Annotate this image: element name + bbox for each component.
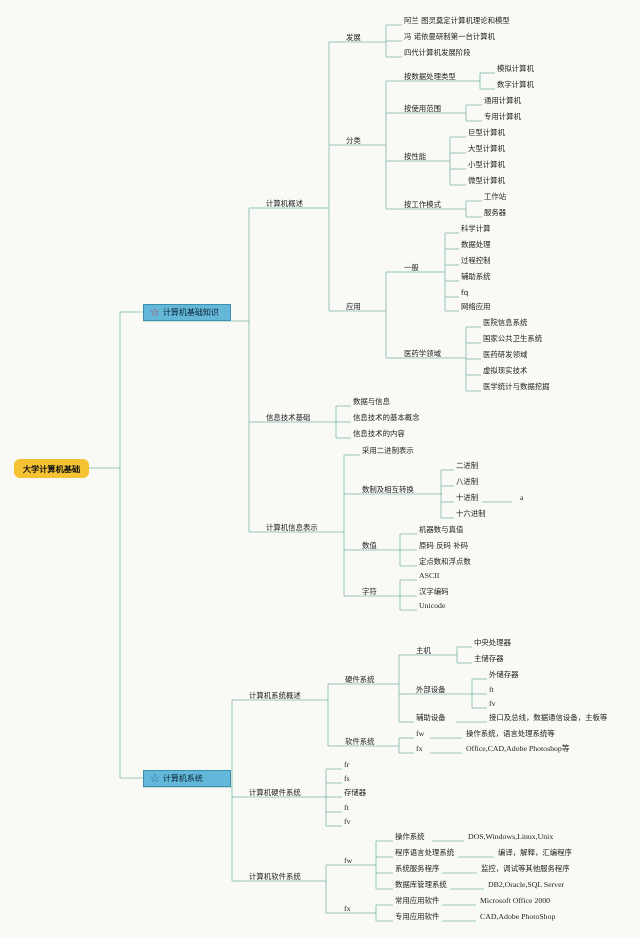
leaf-node[interactable]: 网络应用 bbox=[461, 302, 491, 311]
leaf-node[interactable]: 虚拟现实技术 bbox=[483, 366, 528, 375]
node-peripherals[interactable]: 外部设备 bbox=[416, 685, 446, 694]
node-host[interactable]: 主机 bbox=[416, 646, 431, 655]
node-by-data-type[interactable]: 按数据处理类型 bbox=[404, 72, 456, 81]
leaf-node[interactable]: 中央处理器 bbox=[474, 638, 511, 647]
node-overview[interactable]: 计算机概述 bbox=[266, 199, 303, 208]
node-software[interactable]: 软件系统 bbox=[345, 737, 375, 746]
node-system-overview[interactable]: 计算机系统概述 bbox=[249, 691, 301, 700]
node-by-usage[interactable]: 按使用范围 bbox=[404, 104, 441, 113]
star-icon: ☆ bbox=[150, 772, 160, 785]
node-hardware-system[interactable]: 计算机硬件系统 bbox=[249, 788, 301, 797]
node-it-basics[interactable]: 信息技术基础 bbox=[266, 413, 311, 422]
leaf-node[interactable]: ft bbox=[344, 803, 349, 812]
leaf-node[interactable]: Office,CAD,Adobe Photoshop等 bbox=[466, 744, 570, 753]
leaf-node[interactable]: 操作系统，语言处理系统等 bbox=[466, 729, 555, 738]
leaf-node[interactable]: 定点数和浮点数 bbox=[419, 557, 471, 566]
main-node-label: 计算机基础知识 bbox=[162, 308, 219, 317]
leaf-node[interactable]: 巨型计算机 bbox=[468, 128, 505, 137]
leaf-node[interactable]: 辅助系统 bbox=[461, 272, 491, 281]
leaf-node[interactable]: fr bbox=[344, 760, 350, 769]
node-service-programs[interactable]: 系统服务程序 bbox=[395, 864, 440, 873]
leaf-node[interactable]: 数据处理 bbox=[461, 240, 491, 249]
node-number-conversion[interactable]: 数制及相互转换 bbox=[362, 485, 414, 494]
leaf-node[interactable]: fv bbox=[489, 699, 496, 708]
leaf-node[interactable]: DOS,Windows,Linux,Unix bbox=[468, 832, 554, 841]
leaf-node[interactable]: 医院信息系统 bbox=[483, 318, 528, 327]
leaf-node[interactable]: 数据与信息 bbox=[353, 397, 390, 406]
leaf-node[interactable]: 外储存器 bbox=[489, 670, 519, 679]
node-os[interactable]: 操作系统 bbox=[395, 832, 425, 841]
leaf-node[interactable]: CAD,Adobe PhotoShop bbox=[480, 912, 556, 921]
node-by-performance[interactable]: 按性能 bbox=[404, 152, 427, 161]
main-node-label: 计算机系统 bbox=[162, 774, 203, 783]
node-fw[interactable]: fw bbox=[416, 729, 425, 738]
leaf-node[interactable]: Microsoft Office 2000 bbox=[480, 896, 551, 905]
node-by-work-mode[interactable]: 按工作模式 bbox=[404, 200, 441, 209]
leaf-node[interactable]: ft bbox=[489, 685, 494, 694]
leaf-node[interactable]: 医药研发领域 bbox=[483, 350, 528, 359]
leaf-node[interactable]: 国家公共卫生系统 bbox=[483, 334, 543, 343]
leaf-node[interactable]: 大型计算机 bbox=[468, 144, 505, 153]
leaf-node[interactable]: 十六进制 bbox=[456, 509, 486, 518]
node-special-apps[interactable]: 专用应用软件 bbox=[395, 912, 440, 921]
leaf-node[interactable]: 汉字编码 bbox=[419, 587, 449, 596]
leaf-node[interactable]: 医学统计与数据挖掘 bbox=[483, 382, 550, 391]
leaf-node[interactable]: 二进制 bbox=[456, 461, 479, 470]
node-fx[interactable]: fx bbox=[416, 744, 423, 753]
leaf-node[interactable]: fv bbox=[344, 817, 351, 826]
node-hardware[interactable]: 硬件系统 bbox=[345, 675, 375, 684]
root-node[interactable]: 大学计算机基础 bbox=[14, 459, 89, 478]
node-application[interactable]: 应用 bbox=[346, 302, 361, 311]
leaf-node[interactable]: 编译，解释，汇编程序 bbox=[498, 848, 572, 857]
node-language-processor[interactable]: 程序语言处理系统 bbox=[395, 848, 455, 857]
leaf-node[interactable]: 主储存器 bbox=[474, 654, 504, 663]
node-characters[interactable]: 字符 bbox=[362, 587, 377, 596]
leaf-node[interactable]: fs bbox=[344, 774, 350, 783]
leaf-node[interactable]: 监控，调试等其他服务程序 bbox=[481, 864, 570, 873]
leaf-node[interactable]: 十进制 bbox=[456, 493, 479, 502]
leaf-node[interactable]: 阿兰 图灵奠定计算机理论和模型 bbox=[404, 16, 510, 25]
node-dbms[interactable]: 数据库管理系统 bbox=[395, 880, 447, 889]
node-info-representation[interactable]: 计算机信息表示 bbox=[266, 523, 318, 532]
leaf-node[interactable]: 工作站 bbox=[484, 192, 507, 201]
leaf-node[interactable]: 模拟计算机 bbox=[497, 64, 534, 73]
leaf-node[interactable]: 采用二进制表示 bbox=[362, 446, 414, 455]
leaf-node[interactable]: 八进制 bbox=[456, 477, 479, 486]
leaf-node[interactable]: 数字计算机 bbox=[497, 80, 534, 89]
node-software-system[interactable]: 计算机软件系统 bbox=[249, 872, 301, 881]
leaf-node[interactable]: ASCII bbox=[419, 571, 440, 580]
star-icon: ☆ bbox=[150, 306, 160, 319]
leaf-node[interactable]: DB2,Oracle,SQL Server bbox=[488, 880, 565, 889]
leaf-node[interactable]: 接口及总线，数据通信设备，主板等 bbox=[489, 713, 608, 722]
leaf-node[interactable]: 专用计算机 bbox=[484, 112, 521, 121]
leaf-node[interactable]: 信息技术的基本概念 bbox=[353, 413, 420, 422]
main-node-computer-system[interactable]: ☆ 计算机系统 bbox=[143, 770, 231, 787]
leaf-node[interactable]: 机器数与真值 bbox=[419, 525, 464, 534]
node-development[interactable]: 发展 bbox=[346, 33, 361, 42]
node-medical-field[interactable]: 医药学领域 bbox=[404, 349, 441, 358]
node-numeric[interactable]: 数值 bbox=[362, 541, 377, 550]
leaf-node[interactable]: fq bbox=[461, 288, 469, 297]
node-classification[interactable]: 分类 bbox=[346, 136, 361, 145]
main-node-basic-knowledge[interactable]: ☆ 计算机基础知识 bbox=[143, 304, 231, 321]
leaf-node[interactable]: 小型计算机 bbox=[468, 160, 505, 169]
leaf-node[interactable]: Unicode bbox=[419, 601, 446, 610]
leaf-node[interactable]: 微型计算机 bbox=[468, 176, 505, 185]
node-fw[interactable]: fw bbox=[344, 856, 353, 865]
leaf-node[interactable]: 过程控制 bbox=[461, 256, 491, 265]
leaf-node[interactable]: 信息技术的内容 bbox=[353, 429, 405, 438]
leaf-node[interactable]: 存储器 bbox=[344, 788, 367, 797]
leaf-node[interactable]: 科学计算 bbox=[461, 224, 491, 233]
node-common-apps[interactable]: 常用应用软件 bbox=[395, 896, 440, 905]
leaf-node[interactable]: 通用计算机 bbox=[484, 96, 521, 105]
leaf-node[interactable]: 原码 反码 补码 bbox=[419, 541, 469, 550]
node-fx[interactable]: fx bbox=[344, 904, 351, 913]
leaf-node[interactable]: 冯 诺依曼研制第一台计算机 bbox=[404, 32, 496, 41]
leaf-node[interactable]: a bbox=[520, 493, 524, 502]
node-general[interactable]: 一般 bbox=[404, 263, 419, 272]
node-auxiliary[interactable]: 辅助设备 bbox=[416, 713, 446, 722]
leaf-node[interactable]: 四代计算机发展阶段 bbox=[404, 48, 471, 57]
leaf-node[interactable]: 服务器 bbox=[484, 208, 507, 217]
